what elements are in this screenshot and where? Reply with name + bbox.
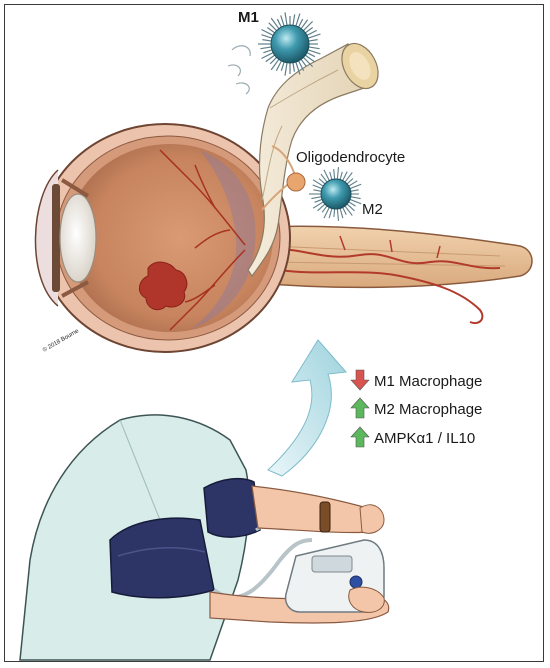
legend-item-m2: M2 Macrophage [374,401,482,418]
m1-macrophage [258,12,321,76]
up-arrow-icon [350,426,370,448]
down-arrow-icon [350,369,370,391]
oligodendrocyte [261,145,306,211]
m1-label: M1 [238,9,259,26]
legend-arrows [350,369,370,448]
blood-pressure-scene [19,414,390,661]
oligodendrocyte-label: Oligodendrocyte [296,149,405,166]
optic-nerve [247,225,533,324]
copyright-label: © 2018 Bourne [42,327,81,354]
legend-item-ampk: AMPKα1 / IL10 [374,430,475,447]
curved-arrow [267,339,348,477]
eyeball [34,123,291,353]
m2-macrophage [309,167,362,221]
up-arrow-icon [350,397,370,419]
legend-item-m1: M1 Macrophage [374,373,482,390]
m2-label: M2 [362,201,383,218]
myelinated-axon [227,42,379,278]
